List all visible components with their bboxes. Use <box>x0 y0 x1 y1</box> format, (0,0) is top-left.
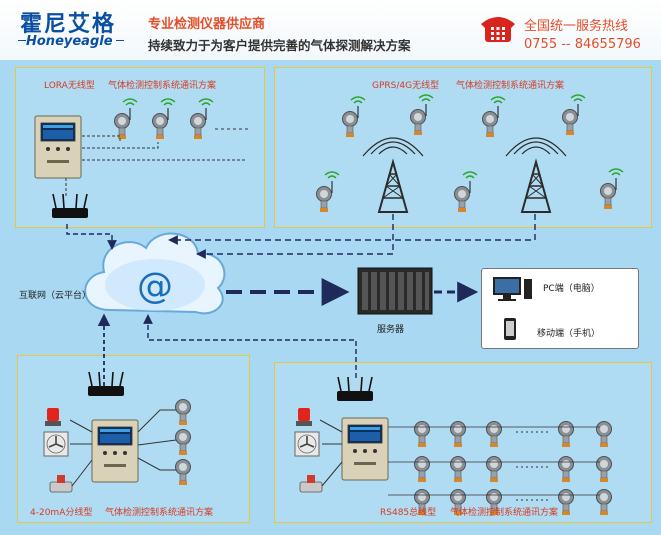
analog-sensor-icons <box>175 399 191 486</box>
rs485-controller <box>341 417 389 481</box>
logo-rule-right <box>116 40 124 41</box>
mobile-client-label: 移动端（手机） <box>537 329 601 339</box>
hotline-number: 0755 -- 84655796 <box>524 37 641 52</box>
lora-type-label: LORA无线型 <box>44 81 95 91</box>
server-label: 服务器 <box>377 325 405 335</box>
desktop-pc-icon <box>493 277 532 301</box>
brand-logo-cn: 霍尼艾格 <box>20 12 117 37</box>
gprs-type-label: GPRS/4G无线型 <box>372 81 440 91</box>
lora-panel-title: 气体检测控制系统通讯方案 <box>108 81 217 91</box>
gprs-panel-title: 气体检测控制系统通讯方案 <box>456 81 565 91</box>
data-link-lines <box>66 214 536 386</box>
alarm-light-icon <box>296 408 312 426</box>
analog-type-label: 4-20mA分线型 <box>30 508 93 518</box>
slogan-mission: 持续致力于为客户提供完善的气体探测解决方案 <box>148 38 411 53</box>
analog-controller <box>91 419 139 483</box>
analog-router <box>87 371 125 397</box>
cloud-label: 互联网（云平台） <box>19 291 92 301</box>
server-rack-icon <box>357 267 433 315</box>
cell-tower-icon <box>505 137 567 213</box>
pc-client-label: PC端（电脑） <box>543 284 600 294</box>
header-banner: 霍尼艾格 Honeyeagle 专业检测仪器供应商 持续致力于为客户提供完善的气… <box>0 0 661 60</box>
brand-logo-en: Honeyeagle <box>26 34 113 49</box>
rs485-router <box>336 376 374 402</box>
rs485-sensor-icons <box>414 421 612 516</box>
lora-sensor-icons <box>114 98 214 140</box>
cell-tower-icon <box>362 137 424 213</box>
svg-text:@: @ <box>137 266 173 307</box>
slogan-supplier: 专业检测仪器供应商 <box>148 17 266 32</box>
lora-router <box>51 193 89 219</box>
analog-panel-title: 气体检测控制系统通讯方案 <box>105 508 214 518</box>
valve-icon <box>299 474 323 493</box>
gprs-sensor-icons <box>316 94 624 213</box>
valve-icon <box>49 474 73 493</box>
telephone-icon <box>481 17 515 42</box>
alarm-light-icon <box>45 408 61 426</box>
cloud-platform-icon: @ <box>84 232 226 315</box>
rs485-type-label: RS485总线型 <box>380 508 437 518</box>
fan-icon <box>43 431 69 457</box>
logo-rule-left <box>18 40 26 41</box>
rs485-panel-title: 气体检测控制系统通讯方案 <box>450 508 559 518</box>
mobile-phone-icon <box>504 318 516 340</box>
fan-icon <box>294 431 320 457</box>
lora-controller <box>34 115 82 179</box>
hotline-label: 全国统一服务热线 <box>524 19 629 34</box>
